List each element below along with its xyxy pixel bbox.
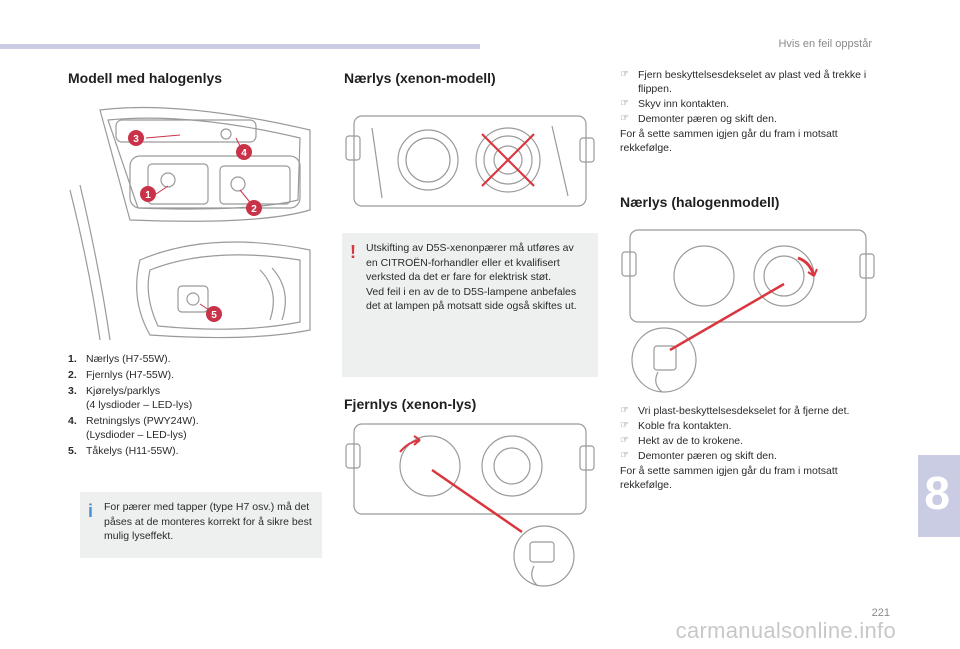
pointing-hand-icon: ☞ [620, 98, 629, 109]
step-item: ☞Demonter pæren og skift den. [620, 113, 777, 125]
step-item: ☞Vri plast-beskyttelsesdekselet for å fj… [620, 405, 850, 417]
pointing-hand-icon: ☞ [620, 69, 629, 80]
halogen-model-title: Modell med halogenlys [68, 70, 223, 86]
step-item: ☞Hekt av de to krokene. [620, 435, 744, 447]
callout-5: 5 [206, 306, 222, 322]
xenon-steps: ☞Fjern beskyttelsesdekselet av plast ved… [620, 68, 870, 155]
svg-text:1: 1 [145, 190, 151, 201]
svg-text:3: 3 [133, 134, 139, 145]
step-item: ☞Demonter pæren og skift den. [620, 450, 777, 462]
svg-text:2: 2 [251, 204, 257, 215]
bulb-legend: 1.Nærlys (H7-55W). 2.Fjernlys (H7-55W). … [68, 352, 318, 460]
legend-item: 2.Fjernlys (H7-55W). [68, 369, 175, 381]
xenon-high-beam-title: Fjernlys (xenon-lys) [344, 396, 477, 412]
halogen-headlamp-illustration [621, 229, 875, 393]
callout-2: 2 [246, 200, 262, 216]
header-accent-bar [0, 44, 480, 49]
pointing-hand-icon: ☞ [620, 113, 629, 124]
pointing-hand-icon: ☞ [620, 450, 629, 461]
front-lights-illustration: 3 4 1 2 5 [69, 106, 311, 341]
section-title: Hvis en feil oppstår [778, 38, 872, 50]
step-item: ☞Fjern beskyttelsesdekselet av plast ved… [620, 69, 867, 95]
pointing-hand-icon: ☞ [620, 405, 629, 416]
page-number: 221 [871, 607, 890, 619]
xenon-high-beam-illustration [345, 423, 595, 587]
pointing-hand-icon: ☞ [620, 435, 629, 446]
legend-item: 4.Retningslys (PWY24W).(Lysdioder – LED-… [68, 415, 199, 441]
callout-3: 3 [128, 130, 144, 146]
legend-item: 5.Tåkelys (H11-55W). [68, 445, 179, 457]
reassembly-note: For å sette sammen igjen går du fram i m… [620, 128, 838, 154]
chapter-number: 8 [924, 467, 950, 519]
exclamation-icon: ! [350, 242, 356, 262]
svg-text:5: 5 [211, 310, 217, 321]
callout-4: 4 [236, 144, 252, 160]
step-item: ☞Koble fra kontakten. [620, 420, 732, 432]
step-item: ☞Skyv inn kontakten. [620, 98, 730, 110]
halogen-low-beam-title: Nærlys (halogenmodell) [620, 194, 780, 210]
info-note: i For pærer med tapper (type H7 osv.) må… [80, 492, 322, 558]
info-icon: i [88, 501, 94, 521]
svg-text:4: 4 [241, 148, 247, 159]
pointing-hand-icon: ☞ [620, 420, 629, 431]
legend-item: 1.Nærlys (H7-55W). [68, 353, 171, 365]
watermark: carmanualsonline.info [675, 618, 896, 643]
callout-1: 1 [140, 186, 156, 202]
xenon-headlamp-rear-illustration [345, 115, 595, 207]
xenon-low-beam-title: Nærlys (xenon-modell) [344, 70, 496, 86]
reassembly-note: For å sette sammen igjen går du fram i m… [620, 465, 838, 491]
legend-item: 3.Kjørelys/parklys(4 lysdioder – LED-lys… [68, 385, 193, 411]
warning-note: ! Utskifting av D5S-xenonpærer må utføre… [342, 233, 598, 377]
halogen-steps: ☞Vri plast-beskyttelsesdekselet for å fj… [620, 404, 870, 492]
chapter-tab [918, 455, 960, 537]
